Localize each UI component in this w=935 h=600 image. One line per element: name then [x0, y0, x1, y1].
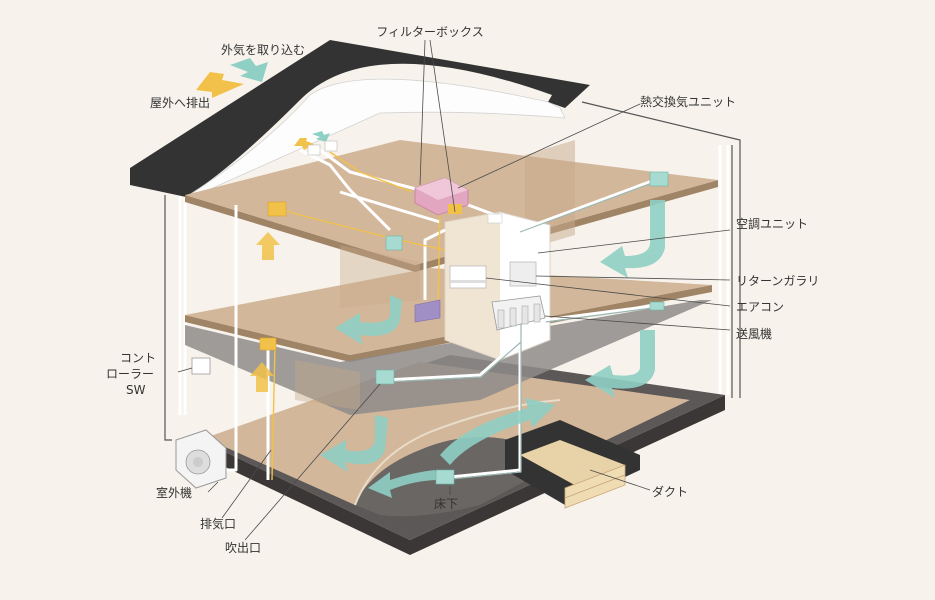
white-ducts — [222, 148, 661, 480]
controller-switch — [191, 357, 211, 375]
label-outdoor-unit: 室外機 — [156, 485, 192, 500]
label-blower: 送風機 — [736, 326, 772, 341]
roof-back-outline — [164, 101, 741, 441]
leader-lines — [177, 39, 731, 541]
grey-ducts — [385, 179, 661, 481]
label-supply-port: 吹出口 — [225, 541, 261, 555]
vent-boxes — [259, 140, 669, 485]
first-floor-ceiling-grey — [185, 300, 712, 415]
supply-airflow-arrows — [320, 200, 665, 498]
back-wall-mid — [340, 245, 420, 308]
return-grille-box — [414, 299, 441, 323]
roof-underside — [185, 78, 566, 201]
label-filter-box: フィルターボックス — [376, 25, 483, 39]
label-heat-exchange-unit: 熱交換気ユニット — [640, 94, 736, 109]
back-wall-lower — [295, 360, 360, 410]
label-intake: 外気を取り込む — [221, 42, 305, 57]
label-ac-unit: 空調ユニット — [736, 217, 808, 231]
label-exhaust-port: 排気口 — [200, 516, 236, 531]
blower — [491, 295, 546, 331]
house-walls — [178, 145, 730, 415]
label-air-conditioner: エアコン — [736, 300, 784, 314]
duct-box — [505, 420, 640, 509]
label-duct: ダクト — [652, 484, 688, 499]
label-return-gallery: リターンガラリ — [736, 274, 819, 288]
label-controller-line3: SW — [126, 383, 146, 397]
outdoor-unit — [175, 429, 227, 489]
roof — [130, 40, 590, 197]
intake-arrow — [230, 58, 330, 142]
filter-box — [448, 204, 503, 224]
label-controller-line2: ローラー — [106, 367, 154, 381]
air-conditioner — [449, 265, 487, 289]
underfloor-channel-edge — [354, 399, 561, 506]
ground-slab-side — [200, 395, 725, 555]
rising-exhaust-arrows — [250, 232, 280, 392]
label-controller-line1: コント — [120, 351, 156, 365]
label-exhaust-outside: 屋外へ排出 — [150, 96, 210, 110]
label-underfloor: 床下 — [434, 497, 458, 511]
